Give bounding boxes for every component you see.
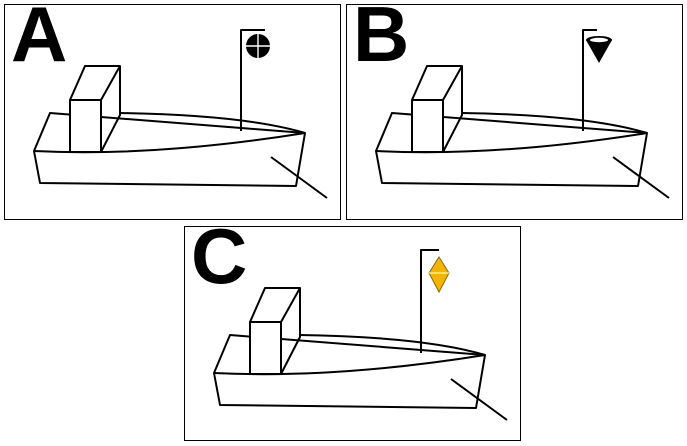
boat-hull	[375, 112, 648, 187]
cone-signal-icon	[586, 36, 612, 63]
boat-cabin-top	[69, 65, 121, 101]
panel-label-a: A	[11, 4, 67, 78]
boat-deck-line	[375, 132, 648, 154]
signal-mast	[420, 249, 439, 353]
boat-deck-line	[213, 354, 486, 376]
boat-cabin	[411, 99, 444, 153]
boat-illustration-c	[213, 249, 508, 421]
boat-deck-line	[33, 132, 306, 154]
boat-cabin-side	[100, 66, 121, 153]
anchor-line	[450, 378, 508, 421]
boat-bow-curve	[299, 334, 486, 356]
boat-cabin	[69, 99, 102, 153]
boat-cabin-top	[249, 287, 301, 323]
panel-c[interactable]: C	[184, 226, 521, 441]
boat-cabin	[249, 321, 282, 375]
boat-cabin-top	[411, 65, 463, 101]
boat-illustration-a	[33, 29, 328, 199]
anchor-line	[612, 156, 670, 199]
boat-illustration-b	[375, 29, 670, 199]
panel-a[interactable]: A	[4, 4, 341, 220]
signal-mast	[582, 29, 597, 131]
panel-b[interactable]: B	[346, 4, 683, 220]
boat-hull	[213, 334, 486, 409]
boat-bow-curve	[119, 112, 306, 134]
signal-mast	[240, 29, 265, 131]
panel-label-b: B	[353, 4, 409, 78]
diamond-signal-icon	[428, 256, 450, 294]
boat-cabin-side	[280, 288, 301, 375]
boat-cabin-side	[442, 66, 463, 153]
boat-bow-curve	[461, 112, 648, 134]
ball-signal-icon	[246, 34, 270, 58]
anchor-line	[270, 156, 328, 199]
panel-label-c: C	[191, 226, 247, 300]
boat-hull	[33, 112, 306, 187]
